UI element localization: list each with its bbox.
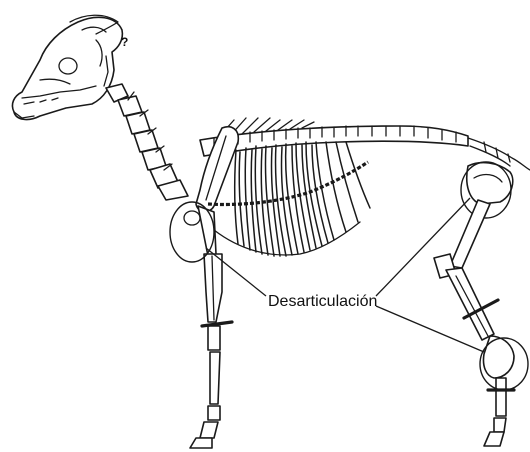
skull-question-mark: ? [121,35,128,49]
hindleg [434,200,514,446]
foreleg-cut-mark [202,322,232,326]
thoracic-lumbar-spine [200,118,468,156]
desarticulacion-label: Desarticulación [268,293,377,310]
shoulder-joint [184,211,200,225]
rib-cage [214,142,370,256]
cervical-vertebrae [106,84,188,200]
pelvis [467,163,513,204]
rib-cut-line [208,162,368,205]
skull [12,15,122,119]
